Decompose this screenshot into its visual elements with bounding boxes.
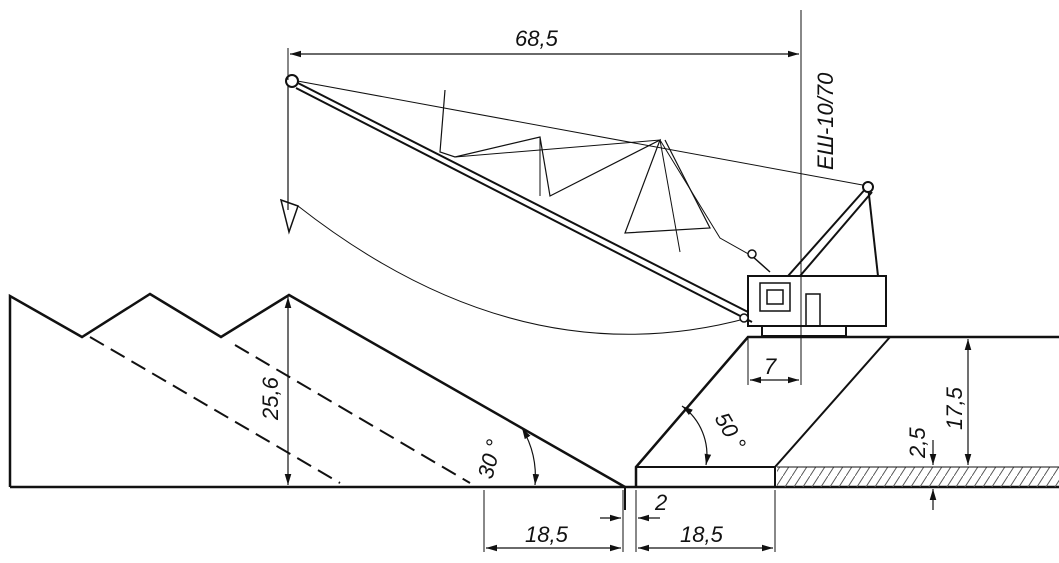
bottom-dimensions: 2 18,5 18,5 xyxy=(483,490,776,552)
boom-reach-label: 68,5 xyxy=(515,26,559,51)
pit-bench xyxy=(634,335,1059,487)
old-dump-dashed-line xyxy=(89,336,471,484)
dump-slope-angle: 30 ° xyxy=(473,427,540,486)
fairlead-pin xyxy=(739,313,749,323)
bench-height-label: 17,5 xyxy=(942,386,967,430)
mast-top-sheave xyxy=(862,181,874,193)
dump-base-label: 18,5 xyxy=(525,522,569,547)
layer-thickness-dimension: 2,5 xyxy=(905,427,937,510)
machine-label: ЕШ-10/70 xyxy=(813,72,838,170)
dump-height-label: 25,6 xyxy=(258,376,283,421)
pit-slope-angle-label: 50 ° xyxy=(710,408,751,455)
boom-reach-dimension: 68,5 xyxy=(287,26,799,80)
boom-foot-pin xyxy=(747,249,757,259)
machine-offset-dimension: 7 xyxy=(750,354,799,384)
dump-slope-angle-label: 30 ° xyxy=(473,437,507,482)
machine-offset-label: 7 xyxy=(764,354,777,379)
boom-tip-sheave xyxy=(285,74,299,88)
dragline-excavator xyxy=(279,74,887,337)
bottom-gap-label: 2 xyxy=(654,490,667,515)
pit-slope-angle: 50 ° xyxy=(681,405,751,466)
pit-base-label: 18,5 xyxy=(680,522,724,547)
layer-thickness-label: 2,5 xyxy=(905,427,930,459)
bench-height-dimension: 17,5 xyxy=(942,339,972,465)
hatched-layer xyxy=(777,466,1059,487)
dump-height-dimension: 25,6 xyxy=(258,297,292,485)
